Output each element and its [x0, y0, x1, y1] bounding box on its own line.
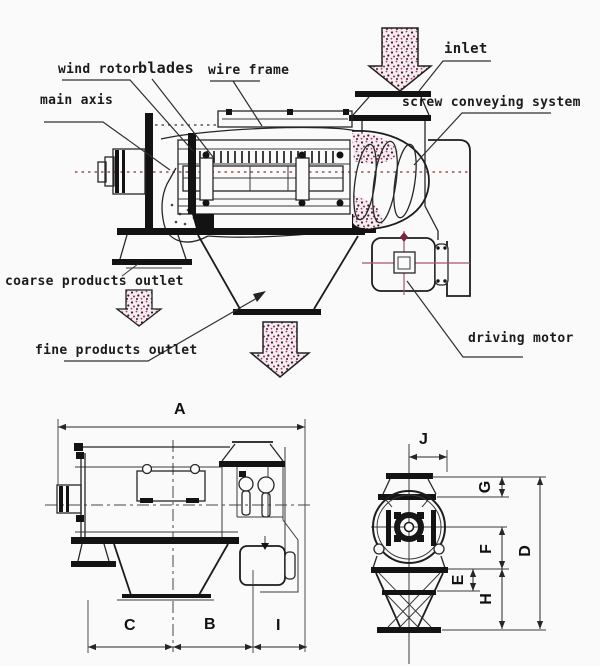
label-coarse-products-outlet: coarse products outlet: [5, 274, 184, 289]
dim-label-E: E: [450, 574, 467, 586]
left-shaft-assembly: [97, 148, 146, 195]
air-fittings: [238, 471, 275, 518]
side-inlet-funnel: [219, 441, 285, 467]
leader-lines: [44, 60, 551, 362]
side-view-drawing: [45, 419, 310, 653]
dim-label-I: I: [276, 617, 281, 634]
label-fine-products-outlet: fine products outlet: [35, 343, 198, 358]
top-structure-diagram: [44, 27, 551, 378]
main-axis-centerline: [75, 124, 470, 173]
dim-label-C: C: [124, 617, 136, 634]
base-and-hopper: [117, 228, 365, 315]
hub: [394, 512, 424, 542]
screen-drum: [177, 139, 351, 215]
label-screw-conveying-system: screw conveying system: [402, 95, 581, 110]
main-shaft: [182, 151, 344, 207]
dim-label-G: G: [477, 480, 494, 494]
rotor-blade-teeth: [199, 151, 334, 163]
end-drum: [372, 490, 446, 564]
coarse-flow-arrow: [115, 289, 163, 327]
left-foot: [192, 214, 214, 232]
right-housing: [428, 139, 471, 297]
side-shaft: [56, 484, 82, 514]
fine-flow-arrow: [248, 321, 312, 378]
dim-label-B: B: [204, 616, 216, 633]
dim-label-D: D: [517, 545, 534, 557]
screw-conveyor: [352, 132, 417, 229]
label-wind-rotor: wind rotor: [58, 62, 140, 77]
dim-label-F: F: [478, 544, 495, 554]
motor-top-marker: [400, 232, 408, 242]
coarse-outlet: [112, 234, 192, 277]
top-box: [136, 463, 206, 503]
wind-rotor-disc: [188, 133, 196, 214]
label-inlet: inlet: [444, 41, 488, 57]
inlet-flow-arrow: [366, 27, 434, 92]
fine-outlet-pointer-arrowhead: [253, 291, 266, 302]
dim-label-J: J: [419, 431, 428, 448]
label-main-axis: main axis: [40, 93, 114, 108]
label-wire-frame: wire frame: [208, 63, 290, 78]
wire-frame: [217, 109, 353, 128]
label-blades: blades: [138, 59, 194, 77]
left-end-plate: [145, 113, 153, 232]
inlet-funnel: [349, 91, 439, 240]
end-view-drawing: [371, 444, 546, 664]
dim-label-A: A: [174, 401, 186, 418]
label-driving-motor: driving motor: [468, 331, 574, 346]
driving-motor: [362, 231, 470, 295]
dim-label-H: H: [478, 593, 495, 605]
side-motor: [239, 536, 296, 586]
